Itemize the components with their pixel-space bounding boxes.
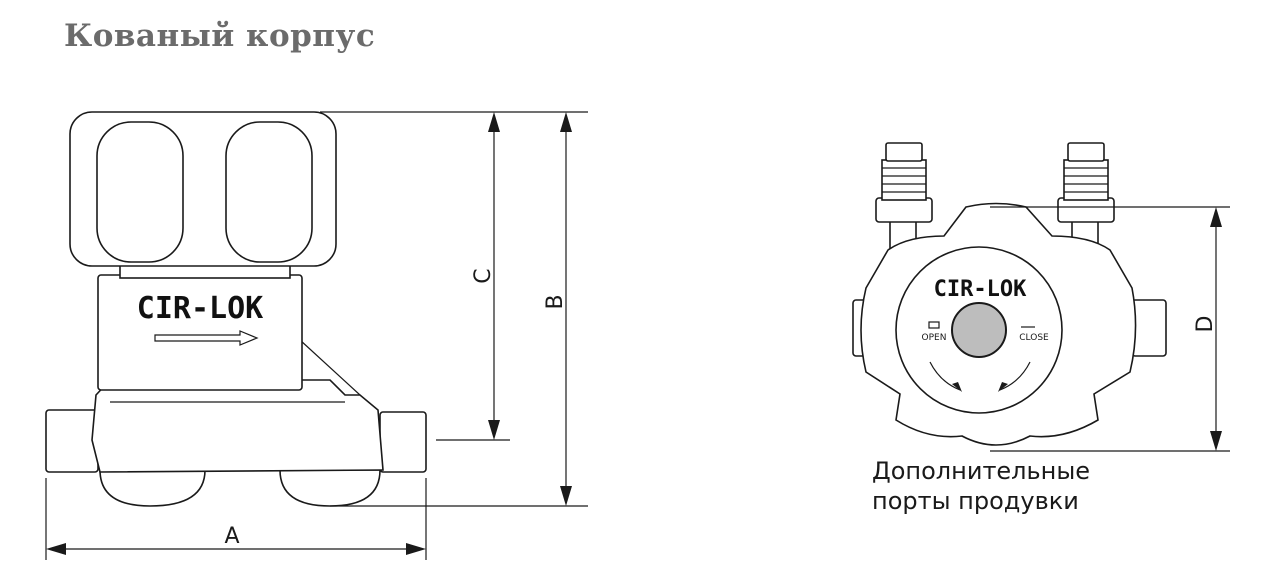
- dimension-a-label: A: [224, 524, 239, 549]
- dimension-d-label: D: [1193, 316, 1218, 333]
- valve-top-view: [852, 142, 1167, 446]
- close-label: CLOSE: [1019, 333, 1049, 343]
- dimension-b-label: B: [543, 294, 568, 309]
- brand-logo-right: CIR-LOK: [934, 277, 1027, 302]
- page-title: Кованый корпус: [64, 18, 376, 54]
- dimension-d: [990, 206, 1230, 452]
- open-label: OPEN: [922, 333, 947, 343]
- caption-line-1: Дополнительные: [872, 457, 1091, 485]
- dimension-a: [45, 478, 427, 560]
- caption-line-2: порты продувки: [872, 487, 1079, 515]
- brand-logo-left: CIR-LOK: [137, 291, 263, 326]
- valve-side-view: [45, 111, 427, 507]
- dimension-c: [320, 111, 588, 441]
- purge-ports-caption: Дополнительные порты продувки: [872, 456, 1090, 516]
- dimension-b: [330, 112, 588, 507]
- dimension-c-label: C: [471, 268, 496, 283]
